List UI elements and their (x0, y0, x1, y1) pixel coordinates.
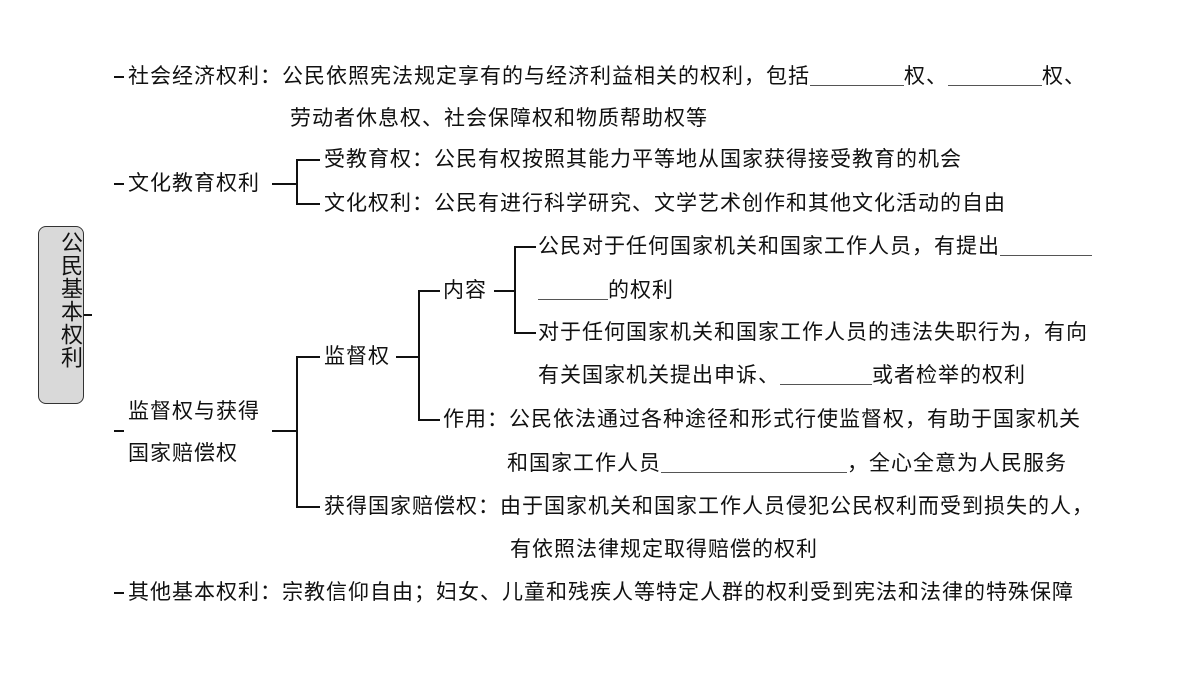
connector (296, 203, 320, 205)
compensation-desc: ：由于国家机关和国家工作人员侵犯公民权利而受到损失的人， (478, 494, 1094, 518)
connector (514, 246, 516, 334)
root-node: 公民基本权利 (38, 226, 84, 404)
supervision-right-label: 监督权 (324, 344, 390, 368)
connector (114, 183, 124, 185)
other-rights-line: 其他基本权利：宗教信仰自由；妇女、儿童和残疾人等特定人群的权利受到宪法和法律的特… (128, 579, 1074, 605)
fill-blank (538, 279, 608, 300)
connector (84, 314, 92, 316)
education-right-row: 受教育权：公民有权按照其能力平等地从国家获得接受教育的机会 (324, 146, 962, 172)
content-item1-text: 公民对于任何国家机关和国家工作人员，有提出 (538, 234, 1000, 258)
cultural-right-label: 文化权利 (324, 191, 412, 215)
blank-suffix: 权、 (904, 64, 948, 88)
cultural-right-row: 文化权利：公民有进行科学研究、文学艺术创作和其他文化活动的自由 (324, 190, 1006, 216)
economic-rights-label: 社会经济权利 (128, 64, 260, 88)
other-rights-desc: ：宗教信仰自由；妇女、儿童和残疾人等特定人群的权利受到宪法和法律的特殊保障 (260, 580, 1074, 604)
content-label: 内容 (443, 278, 487, 302)
connector (396, 356, 420, 358)
role-line2: 和国家工作人员 ，全心全意为人民服务 (507, 450, 1067, 476)
compensation-label: 获得国家赔偿权 (324, 494, 478, 518)
connector (514, 332, 536, 334)
fill-blank (948, 65, 1042, 86)
fill-blank (780, 364, 872, 385)
education-right-label: 受教育权 (324, 147, 412, 171)
compensation-line2: 有依照法律规定取得赔偿的权利 (510, 537, 818, 561)
root-label: 公民基本权利 (57, 231, 82, 369)
connector (296, 356, 298, 508)
connector (272, 183, 298, 185)
other-rights-label: 其他基本权利 (128, 580, 260, 604)
connector (114, 430, 124, 432)
culture-rights-label: 文化教育权利 (128, 171, 260, 195)
connector (114, 76, 124, 78)
economic-rights-desc: ：公民依照宪法规定享有的与经济利益相关的权利，包括 (260, 64, 810, 88)
connector (296, 356, 320, 358)
connector (272, 430, 298, 432)
cultural-right-desc: ：公民有进行科学研究、文学艺术创作和其他文化活动的自由 (412, 191, 1006, 215)
connector (418, 290, 440, 292)
fill-blank (1000, 235, 1092, 256)
supervision-label-line2: 国家赔偿权 (128, 441, 238, 465)
content-item1-line1: 公民对于任何国家机关和国家工作人员，有提出 (538, 233, 1092, 259)
supervision-label-line1: 监督权与获得 (128, 399, 260, 423)
role-label: 作用 (443, 407, 487, 431)
content-item2-text: 有关国家机关提出申诉、 (538, 363, 780, 387)
connector (296, 506, 320, 508)
education-right-desc: ：公民有权按照其能力平等地从国家获得接受教育的机会 (412, 147, 962, 171)
role-desc-end: ，全心全意为人民服务 (847, 451, 1067, 475)
compensation-line1: 获得国家赔偿权：由于国家机关和国家工作人员侵犯公民权利而受到损失的人， (324, 493, 1094, 519)
blank-suffix: 权、 (1042, 64, 1086, 88)
connector (514, 246, 536, 248)
connector (114, 592, 124, 594)
content-item2-line2: 有关国家机关提出申诉、 或者检举的权利 (538, 362, 1026, 388)
connector (418, 419, 440, 421)
connector (296, 159, 320, 161)
fill-blank (661, 452, 847, 473)
content-item2-suffix: 或者检举的权利 (872, 363, 1026, 387)
fill-blank (810, 65, 904, 86)
content-item1-line2: 的权利 (538, 277, 674, 303)
role-desc: ：公民依法通过各种途径和形式行使监督权，有助于国家机关 (487, 407, 1081, 431)
content-item1-suffix: 的权利 (608, 278, 674, 302)
content-item2-line1: 对于任何国家机关和国家工作人员的违法失职行为，有向 (538, 320, 1088, 344)
connector (296, 159, 298, 205)
connector (494, 290, 516, 292)
connector (418, 290, 420, 421)
role-line1: 作用：公民依法通过各种途径和形式行使监督权，有助于国家机关 (443, 406, 1081, 432)
economic-rights-line2: 劳动者休息权、社会保障权和物质帮助权等 (290, 106, 708, 130)
economic-rights-line1: 社会经济权利：公民依照宪法规定享有的与经济利益相关的权利，包括 权、 权、 (128, 63, 1086, 89)
role-desc-cont: 和国家工作人员 (507, 451, 661, 475)
